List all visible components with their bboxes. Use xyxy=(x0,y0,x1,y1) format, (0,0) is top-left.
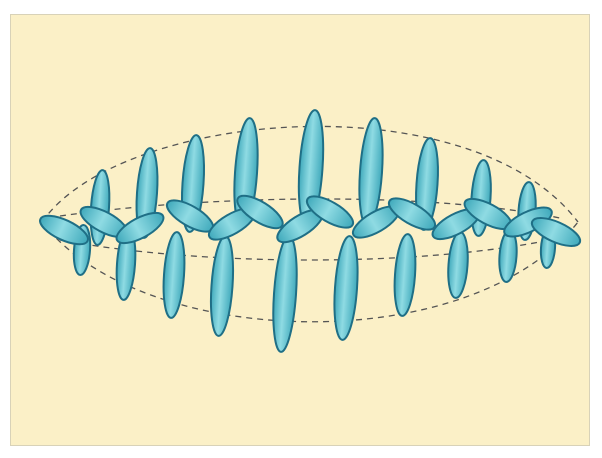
vertical-stitch-15 xyxy=(331,235,360,340)
vertical-stitch-13 xyxy=(208,235,236,336)
vertical-stitch-14 xyxy=(270,235,300,352)
vertical-stitch-16 xyxy=(392,233,418,316)
vertical-stitch-17 xyxy=(446,231,470,298)
